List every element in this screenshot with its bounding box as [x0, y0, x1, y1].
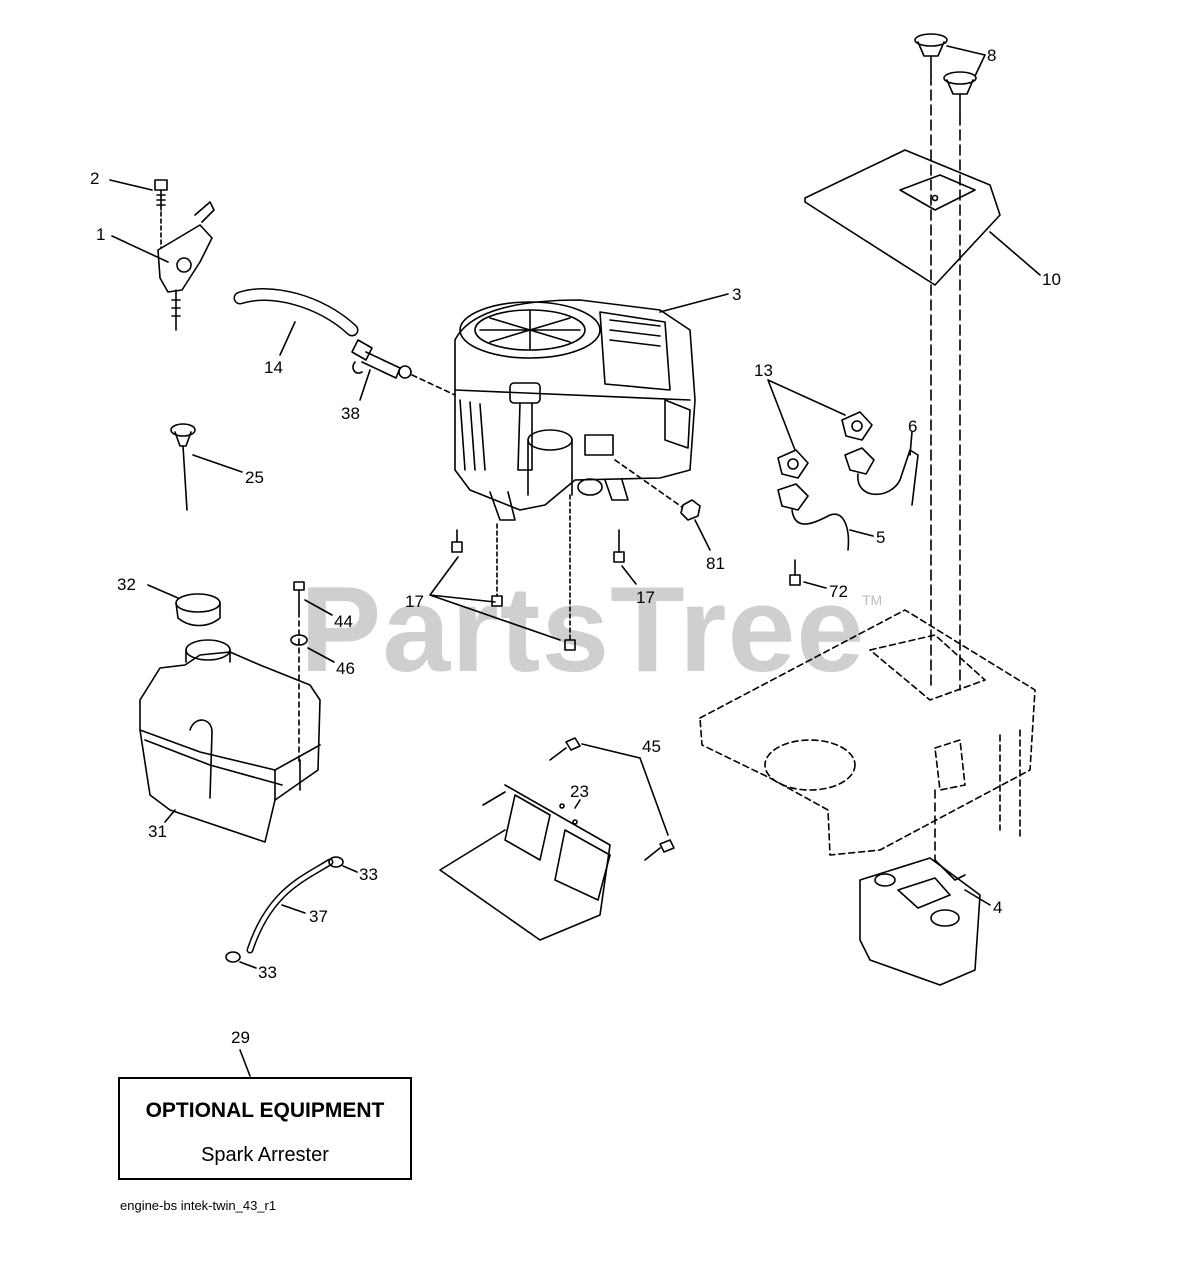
part-37-fuel-line[interactable] — [246, 858, 334, 954]
trademark-mark: TM — [862, 592, 883, 608]
part-38-fuel-filter[interactable] — [351, 339, 412, 379]
frame-outline — [699, 609, 1036, 856]
callout-5: 5 — [876, 528, 886, 547]
part-72-screw[interactable] — [789, 559, 801, 586]
callout-37: 37 — [309, 907, 328, 926]
callout-33-bottom: 33 — [258, 963, 277, 982]
callout-81: 81 — [706, 554, 725, 573]
part-33-clamps[interactable] — [225, 856, 344, 963]
callout-1: 1 — [96, 225, 106, 244]
part-5-exhaust-pipe[interactable] — [777, 483, 850, 551]
callout-8: 8 — [987, 46, 997, 65]
callout-31: 31 — [148, 822, 167, 841]
callout-6: 6 — [908, 417, 918, 436]
callout-17-left: 17 — [405, 592, 424, 611]
callout-25: 25 — [245, 468, 264, 487]
part-17-bolts[interactable] — [451, 494, 625, 651]
part-32-fuel-cap[interactable] — [175, 593, 221, 627]
part-31-fuel-tank[interactable] — [139, 639, 321, 843]
part-14-fuel-line[interactable] — [233, 288, 359, 337]
callout-3: 3 — [732, 285, 742, 304]
callout-33-top: 33 — [359, 865, 378, 884]
callout-72: 72 — [829, 582, 848, 601]
optional-equipment-box: OPTIONAL EQUIPMENT Spark Arrester — [118, 1077, 412, 1180]
optional-equipment-title: OPTIONAL EQUIPMENT — [145, 1099, 385, 1122]
part-10-plate[interactable] — [804, 149, 1001, 286]
callout-10: 10 — [1042, 270, 1061, 289]
part-45-screws[interactable] — [549, 737, 675, 861]
part-6-exhaust-pipe[interactable] — [844, 447, 919, 506]
part-3-engine[interactable] — [454, 299, 696, 521]
diagram-reference: engine-bs intek-twin_43_r1 — [120, 1198, 277, 1213]
partstree-watermark: PartsTree — [300, 561, 866, 697]
callout-2: 2 — [90, 169, 100, 188]
callout-44: 44 — [334, 612, 353, 631]
part-2-screw[interactable] — [154, 179, 168, 249]
callout-23: 23 — [570, 782, 589, 801]
spark-arrester-label: Spark Arrester — [201, 1144, 329, 1166]
part-23-heat-shield[interactable] — [439, 784, 611, 941]
part-4-muffler[interactable] — [859, 857, 981, 986]
part-25-dipstick[interactable] — [170, 423, 196, 511]
callout-29: 29 — [231, 1028, 250, 1047]
callout-14: 14 — [264, 358, 283, 377]
part-1-throttle-bracket[interactable] — [157, 201, 215, 331]
callout-46: 46 — [336, 659, 355, 678]
callout-45: 45 — [642, 737, 661, 756]
part-44-bolt[interactable] — [293, 581, 305, 613]
callout-4: 4 — [993, 898, 1003, 917]
callout-17-right: 17 — [636, 588, 655, 607]
callout-38: 38 — [341, 404, 360, 423]
part-13-gaskets[interactable] — [777, 411, 873, 479]
callout-32: 32 — [117, 575, 136, 594]
callout-13: 13 — [754, 361, 773, 380]
part-8-knobs[interactable] — [914, 33, 977, 116]
part-81-nut[interactable] — [680, 499, 701, 521]
